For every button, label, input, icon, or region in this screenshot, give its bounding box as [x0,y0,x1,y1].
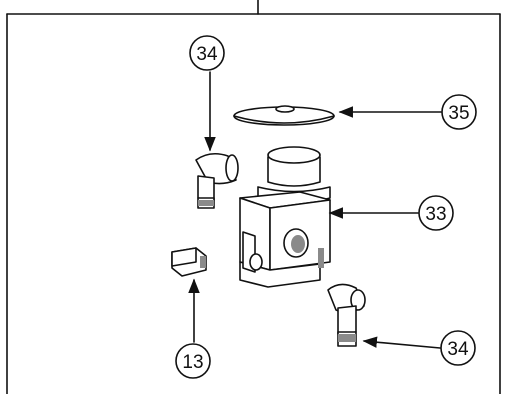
plug [171,247,207,277]
callout-34-top: 34 [189,35,225,71]
callout-13: 13 [175,343,211,379]
callout-34-bottom: 34 [440,330,476,366]
diaphragm [233,105,335,126]
callout-label: 34 [196,44,218,65]
callout-label: 35 [448,103,469,124]
callout-label: 33 [425,204,446,225]
callout-label: 13 [182,352,203,373]
callout-33: 33 [418,195,454,231]
valve-body [239,146,331,288]
leader-lines [188,71,442,349]
elbow-fitting-lower [327,283,366,347]
frame [6,0,501,394]
callout-35: 35 [441,94,477,130]
callout-label: 34 [447,339,469,360]
elbow-fitting-upper [195,152,239,209]
